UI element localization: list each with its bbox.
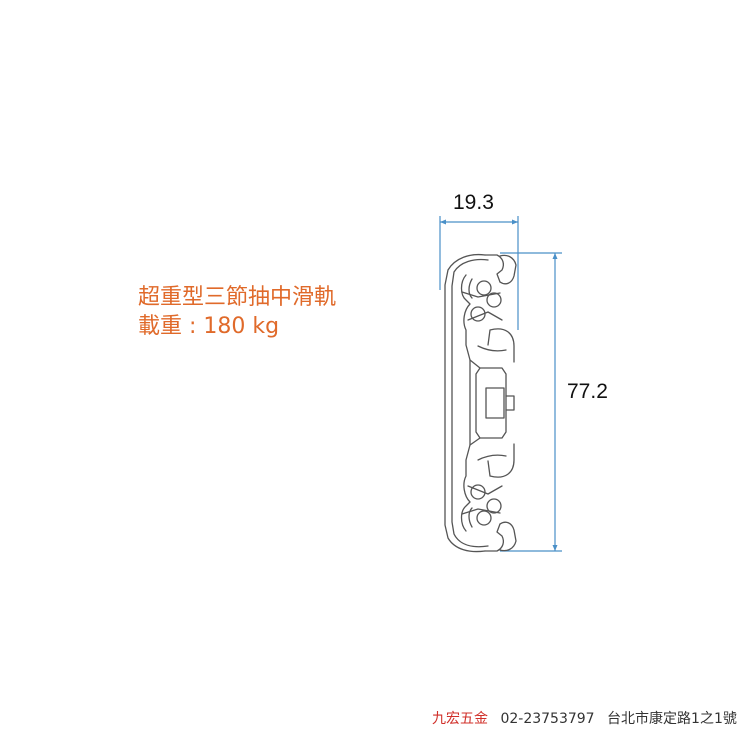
footer-phone: 02-23753797 [500, 711, 595, 727]
height-dimension-label: 77.2 [567, 380, 608, 403]
inner-member-outline [475, 367, 507, 439]
footer-contact: 九宏五金 02-23753797 台北市康定路1之1號 [432, 708, 737, 728]
rail-profile [444, 253, 517, 553]
load-capacity: 載重 : 180 kg [138, 314, 280, 339]
product-name: 超重型三節抽中滑軌 [138, 285, 337, 310]
outer-member-outline [444, 253, 486, 553]
footer-brand: 九宏五金 [432, 711, 488, 727]
product-title: 超重型三節抽中滑軌 載重 : 180 kg [138, 283, 336, 341]
middle-member-outline [460, 274, 471, 532]
height-dimension-line [500, 252, 562, 552]
footer-address: 台北市康定路1之1號 [607, 711, 737, 727]
width-dimension-line [439, 216, 519, 330]
width-dimension-label: 19.3 [453, 191, 494, 214]
